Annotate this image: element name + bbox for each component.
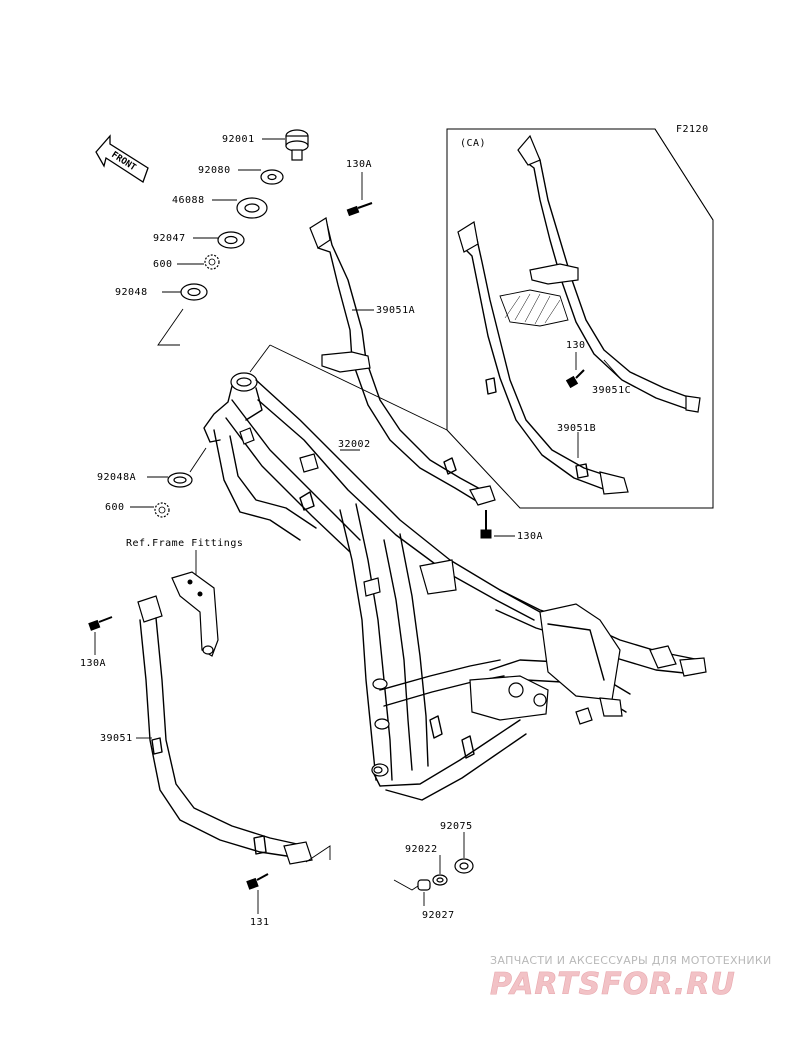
label-92001: 92001 (222, 134, 255, 145)
label-130: 130 (566, 340, 586, 351)
label-39051: 39051 (100, 733, 133, 744)
label-92048A: 92048A (97, 472, 136, 483)
collar-part (432, 874, 448, 886)
bolt-130A-mid (480, 510, 492, 539)
lower-steel-balls-part (154, 502, 170, 518)
label-600-mid: 600 (105, 502, 125, 513)
label-92047: 92047 (153, 233, 186, 244)
inset-label: (CA) (460, 138, 486, 149)
label-130A-mid: 130A (517, 531, 543, 542)
watermark-tagline: ЗАПЧАСТИ И АКСЕССУАРЫ ДЛЯ МОТОТЕХНИКИ (490, 954, 772, 967)
bolt-130A-top (346, 202, 373, 217)
label-92080: 92080 (198, 165, 231, 176)
label-92075: 92075 (440, 821, 473, 832)
label-39051A: 39051A (376, 305, 415, 316)
label-131: 131 (250, 917, 270, 928)
inset-ca: (CA) 130 39051C 39051B (269, 128, 714, 509)
label-92027: 92027 (422, 910, 455, 921)
label-39051B: 39051B (557, 423, 596, 434)
label-130A-top: 130A (346, 159, 372, 170)
front-arrow-icon: FRONT (95, 134, 149, 183)
label-600-top: 600 (153, 259, 173, 270)
bolt-130A-left (88, 616, 113, 631)
steel-balls-part (204, 254, 220, 270)
diagram-code: F2120 (676, 124, 709, 135)
ref-frame-fittings: Ref.Frame Fittings (126, 538, 243, 549)
label-92022: 92022 (405, 844, 438, 855)
steering-head-parts: 92001 92080 46088 92047 600 92048 (115, 129, 309, 373)
cap-bolt-part (285, 129, 309, 161)
label-32002: 32002 (338, 439, 371, 450)
bolt-131 (246, 873, 269, 890)
watermark-logo: PARTSFOR.RU (490, 967, 736, 1002)
main-frame-32002 (203, 372, 707, 801)
label-39051C: 39051C (592, 385, 631, 396)
down-tube-39051A (309, 217, 496, 506)
label-130A-left: 130A (80, 658, 106, 669)
label-92048: 92048 (115, 287, 148, 298)
rubber-grommet-part (454, 858, 474, 874)
spacer-part (417, 879, 431, 891)
label-46088: 46088 (172, 195, 205, 206)
down-tube-39051 (137, 571, 313, 865)
